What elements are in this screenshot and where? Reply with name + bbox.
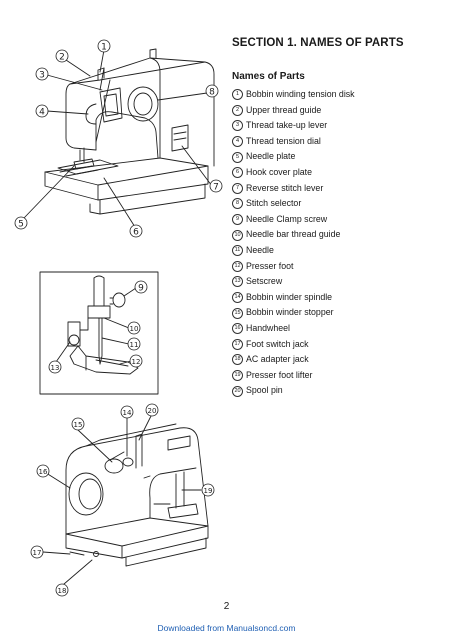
part-number: 19 — [232, 369, 243, 381]
svg-text:16: 16 — [39, 468, 48, 476]
footer-link[interactable]: Downloaded from Manualsoncd.com — [157, 623, 296, 633]
part-label: Hook cover plate — [246, 166, 313, 177]
svg-text:10: 10 — [130, 325, 139, 333]
part-number: 11 — [232, 245, 243, 257]
svg-text:9: 9 — [138, 284, 144, 294]
callouts-rear — [42, 415, 202, 585]
part-number: 3 — [232, 120, 243, 132]
callouts-front — [23, 49, 213, 228]
svg-text:8: 8 — [209, 88, 215, 98]
part-label: Presser foot — [246, 260, 294, 271]
svg-text:17: 17 — [33, 549, 42, 557]
part-label: Needle bar thread guide — [246, 229, 341, 240]
part-number: 5 — [232, 151, 243, 163]
part-number: 7 — [232, 182, 243, 194]
part-label: Thread tension dial — [246, 135, 321, 146]
part-label: Needle — [246, 244, 274, 255]
part-label: Reverse stitch lever — [246, 182, 324, 193]
part-number: 2 — [232, 104, 243, 116]
svg-text:1: 1 — [101, 43, 107, 53]
svg-text:4: 4 — [39, 108, 45, 118]
callout-markers — [14, 39, 223, 597]
part-number: 10 — [232, 229, 243, 241]
part-number: 20 — [232, 385, 243, 397]
page-number: 2 — [223, 601, 230, 612]
section-title: SECTION 1. NAMES OF PARTS — [232, 37, 404, 49]
part-label: Handwheel — [246, 322, 291, 333]
callouts-needle — [55, 287, 137, 365]
callout-numbers: 1 2 3 4 8 7 5 6 9 10 11 12 13 15 14 20 1… — [18, 43, 219, 596]
machine-front-view — [44, 48, 215, 215]
svg-text:5: 5 — [18, 220, 24, 230]
part-number: 9 — [232, 214, 243, 226]
svg-text:7: 7 — [213, 183, 219, 193]
part-number: 15 — [232, 307, 243, 319]
part-label: Thread take-up lever — [246, 120, 328, 131]
part-label: Bobbin winder stopper — [246, 307, 334, 318]
svg-text:12: 12 — [132, 358, 141, 366]
part-number: 6 — [232, 167, 243, 179]
part-label: Spool pin — [246, 385, 283, 396]
part-number: 16 — [232, 323, 243, 335]
part-label: Needle plate — [246, 151, 296, 162]
part-label: Foot switch jack — [246, 338, 309, 349]
part-number: 1 — [232, 89, 243, 101]
part-number: 12 — [232, 260, 243, 272]
part-number: 13 — [232, 276, 243, 288]
part-label: Bobbin winding tension disk — [246, 89, 355, 99]
part-label: Stitch selector — [246, 198, 302, 209]
needle-detail-frame — [39, 271, 159, 395]
svg-text:11: 11 — [130, 341, 139, 349]
svg-text:3: 3 — [39, 71, 45, 81]
part-label: Upper thread guide — [246, 104, 322, 115]
part-number: 17 — [232, 338, 243, 350]
machine-rear-view — [65, 423, 209, 567]
part-number: 18 — [232, 354, 243, 366]
svg-text:2: 2 — [59, 53, 65, 63]
svg-text:14: 14 — [123, 409, 132, 417]
part-label: Bobbin winder spindle — [246, 291, 333, 302]
part-number: 14 — [232, 292, 243, 304]
part-label: Setscrew — [246, 276, 283, 287]
part-number: 4 — [232, 136, 243, 148]
svg-text:18: 18 — [58, 587, 67, 595]
part-label: AC adapter jack — [246, 354, 309, 365]
svg-text:15: 15 — [74, 421, 83, 429]
needle-detail-view — [67, 275, 139, 375]
svg-text:6: 6 — [133, 228, 139, 238]
part-label: Needle Clamp screw — [246, 213, 328, 224]
part-number: 8 — [232, 198, 243, 210]
svg-text:20: 20 — [148, 407, 157, 415]
part-label: Presser foot lifter — [246, 369, 313, 380]
names-of-parts-heading: Names of Parts — [232, 71, 305, 82]
svg-text:19: 19 — [204, 487, 213, 495]
svg-text:13: 13 — [51, 364, 60, 372]
